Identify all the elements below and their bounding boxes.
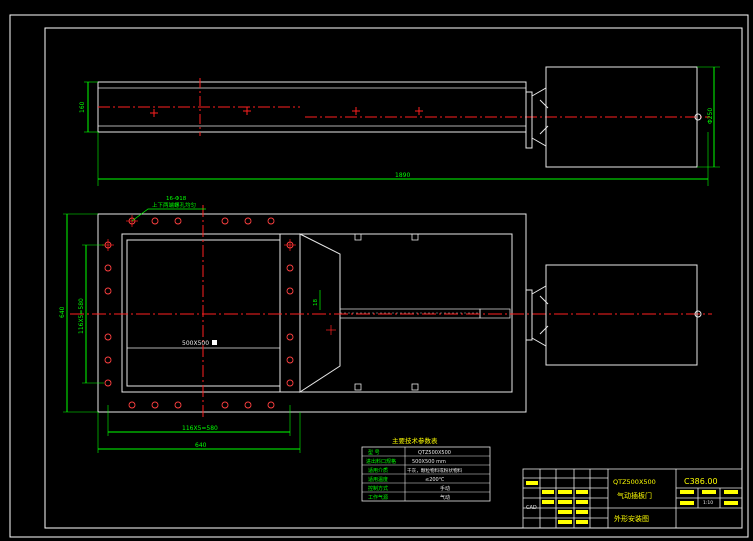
cylinder-front — [545, 264, 698, 366]
cylinder-top — [545, 66, 698, 168]
cad-label: CAD — [526, 505, 537, 511]
param-value: ≤200℃ — [425, 477, 445, 483]
title-code: C386.00 — [684, 477, 718, 486]
outer-border — [9, 14, 749, 538]
front-width-dim: 640 — [195, 442, 207, 449]
title-block — [522, 468, 743, 529]
opening-label-marker — [212, 340, 217, 345]
title-block-fills — [526, 481, 738, 524]
top-view — [84, 66, 720, 186]
front-pitch-horizontal-dim: 116X5=580 — [182, 425, 218, 432]
front-height-dim: 640 — [59, 306, 66, 318]
params-table — [361, 446, 491, 502]
front-note-holes-sub: 上下两端螺孔均匀 — [152, 201, 196, 209]
param-label: 型 号 — [368, 449, 380, 456]
param-value: 气动 — [440, 494, 450, 501]
title-model: QTZ500X500 — [613, 478, 656, 486]
top-length-dim: 1890 — [395, 172, 410, 179]
top-dia-dim: Φ250 — [707, 108, 714, 124]
param-label: 适用温度 — [368, 476, 388, 483]
top-height-dim: 160 — [79, 101, 86, 113]
param-value: 手动 — [440, 485, 450, 492]
param-value: 500X500 mm — [412, 459, 446, 465]
inner-border — [44, 27, 743, 529]
title-scale: 1:10 — [703, 500, 713, 506]
param-label: 适用介质 — [368, 467, 388, 474]
param-label: 进出料口规格 — [366, 458, 396, 465]
params-table-title: 主要技术参数表 — [392, 436, 438, 445]
title-name: 气动插板门 — [617, 491, 652, 500]
param-value: 干灰，颗粒物料或粉状物料 — [407, 467, 463, 474]
param-label: 工作气源 — [368, 494, 388, 501]
front-small-dim: 18 — [313, 299, 319, 306]
params-rows: 型 号 QTZ500X500 进出料口规格 500X500 mm 适用介质 干灰… — [366, 449, 463, 501]
front-pitch-vertical-dim: 116X5=580 — [78, 298, 85, 334]
front-view — [63, 205, 712, 453]
param-value: QTZ500X500 — [418, 450, 451, 456]
opening-label: 500X500 — [182, 340, 209, 347]
param-label: 控制方式 — [368, 485, 388, 492]
drawing-title: 外形安装图 — [614, 514, 649, 523]
front-note-holes: 16-Φ18 — [166, 196, 187, 202]
